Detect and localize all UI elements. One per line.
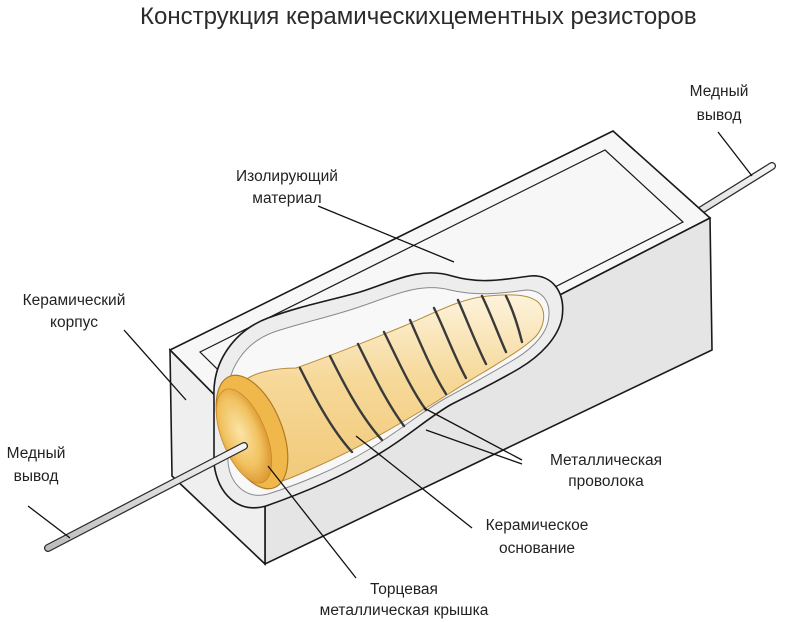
leader-lines [27,131,753,579]
label-insulating-material: Изолирующий материал [236,168,338,207]
diagram-title: Конструкция керамическихцементных резист… [140,3,697,30]
label-ceramic-base-line-1: Керамическое [486,517,589,534]
label-ceramic-body-line-2: корпус [50,314,98,331]
label-end-cap-line-2: металлическая крышка [320,602,489,619]
label-insulating-line-2: материал [252,190,321,207]
label-left-lead-line-1: Медный [7,445,66,462]
ceramic-core [237,294,545,487]
label-right-lead-line-1: Медный [690,83,749,100]
label-ceramic-base: Керамическое основание [486,517,589,557]
metal-wire-windings [298,294,524,454]
label-left-lead-line-2: вывод [14,468,59,485]
label-metal-wire-line-1: Металлическая [550,452,662,469]
label-ceramic-base-line-2: основание [499,540,575,557]
label-metal-wire-line-2: проволока [568,473,644,490]
left-copper-lead [44,442,248,552]
label-right-copper-lead: Медный вывод [690,83,749,124]
label-ceramic-body-line-1: Керамический [23,292,126,309]
label-ceramic-body: Керамический корпус [23,292,126,331]
label-metal-wire: Металлическая проволока [550,452,662,490]
label-left-copper-lead: Медный вывод [7,445,66,485]
label-end-cap-line-1: Торцевая [370,581,438,598]
label-end-metal-cap: Торцевая металлическая крышка [320,581,489,619]
label-right-lead-line-2: вывод [697,107,742,124]
label-insulating-line-1: Изолирующий [236,168,338,185]
end-metal-cap [215,374,289,490]
